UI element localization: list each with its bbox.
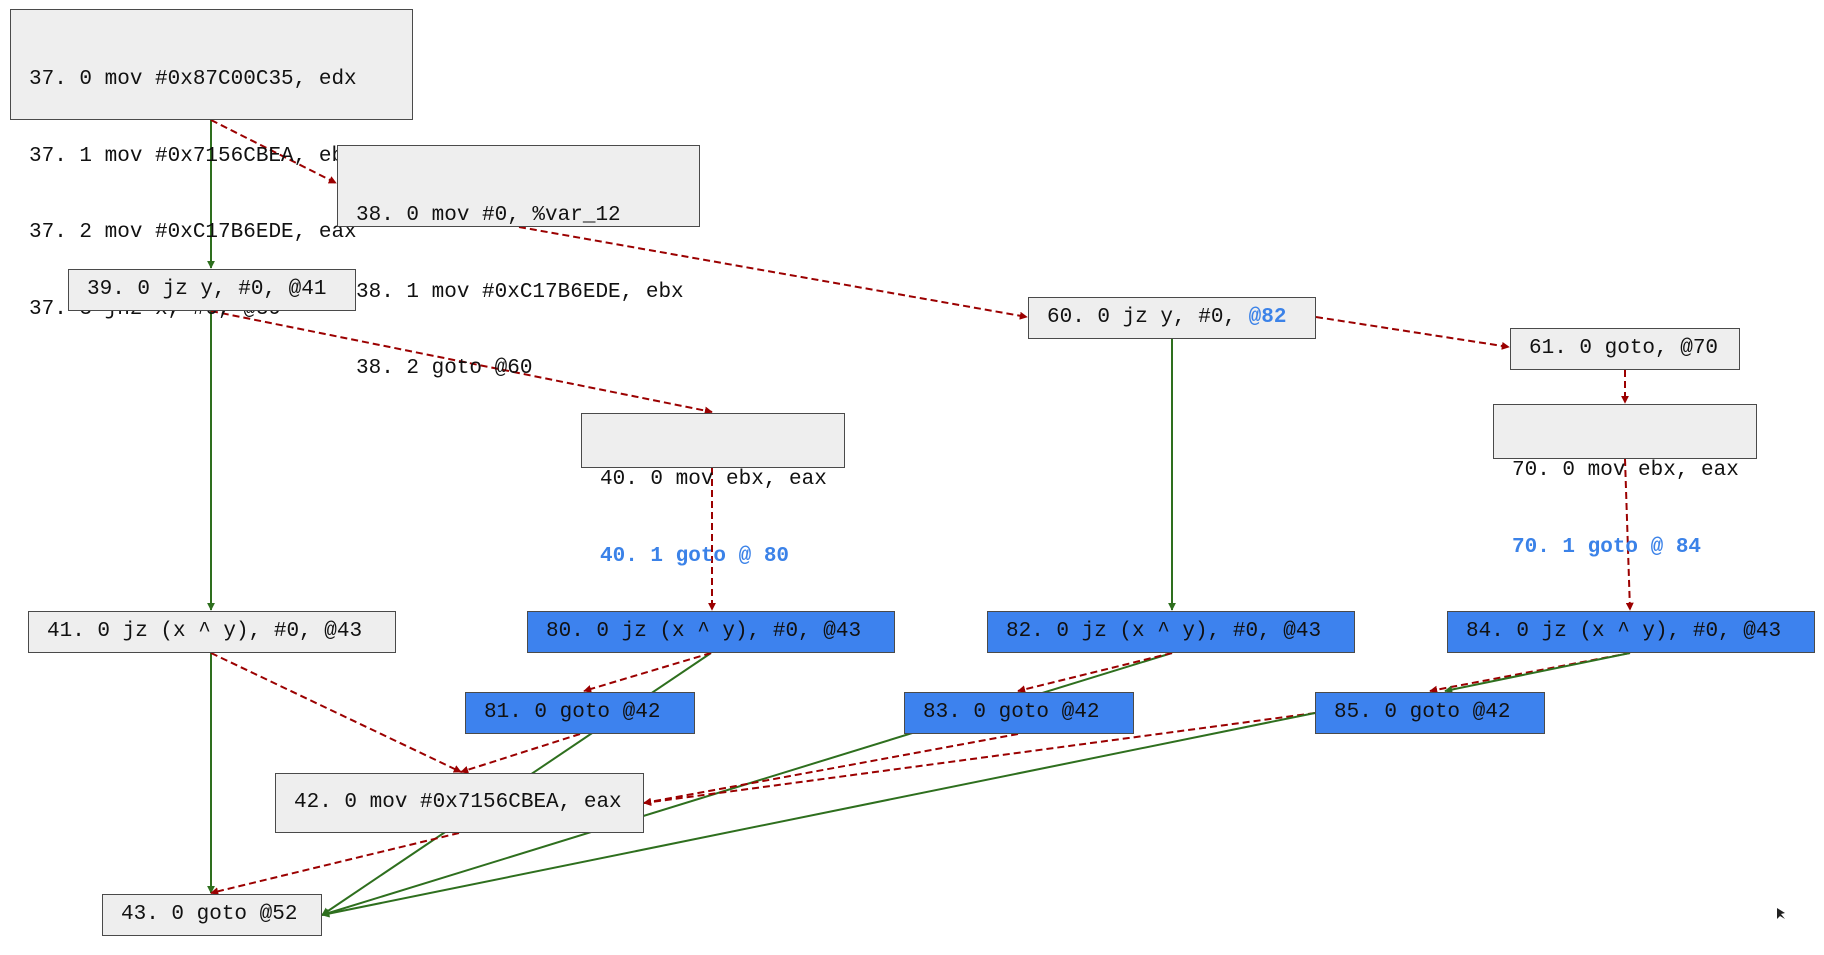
node-38-line-0: 38. 0 mov #0, %var_12 xyxy=(356,204,621,227)
edge-n82-to-n83-false xyxy=(1017,652,1173,694)
edge-n84-to-n85-true xyxy=(1444,652,1631,694)
edge-n85-to-n43-true xyxy=(321,712,1316,918)
node-85-text: 85. 0 goto @42 xyxy=(1334,701,1511,725)
node-80-text: 80. 0 jz (x ^ y), #0, @43 xyxy=(546,620,862,644)
node-84[interactable]: 84. 0 jz (x ^ y), #0, @43 xyxy=(1447,611,1815,653)
node-39-text: 39. 0 jz y, #0, @41 xyxy=(87,278,327,302)
node-61[interactable]: 61. 0 goto, @70 xyxy=(1510,328,1740,370)
node-42-text: 42. 0 mov #0x7156CBEA, eax xyxy=(294,791,622,815)
node-43[interactable]: 43. 0 goto @52 xyxy=(102,894,322,936)
node-60-target-link[interactable]: @82 xyxy=(1248,306,1287,330)
mouse-cursor-icon xyxy=(1777,908,1785,919)
edge-n81-to-n42-false xyxy=(460,733,581,774)
node-80[interactable]: 80. 0 jz (x ^ y), #0, @43 xyxy=(527,611,895,653)
node-82[interactable]: 82. 0 jz (x ^ y), #0, @43 xyxy=(987,611,1355,653)
node-37-line-0: 37. 0 mov #0x87C00C35, edx xyxy=(29,68,357,91)
edge-n38-to-n60-false xyxy=(518,226,1028,320)
node-85[interactable]: 85. 0 goto @42 xyxy=(1315,692,1545,734)
node-70-line-0: 70. 0 mov ebx, eax xyxy=(1512,459,1739,482)
node-37[interactable]: 37. 0 mov #0x87C00C35, edx 37. 1 mov #0x… xyxy=(10,9,413,321)
edges-layer xyxy=(207,119,1634,918)
node-60-text: 60. 0 jz y, #0, @82 xyxy=(1047,305,1286,331)
node-40[interactable]: 40. 0 mov ebx, eax 40. 1 goto @ 80 xyxy=(581,413,845,568)
node-81[interactable]: 81. 0 goto @42 xyxy=(465,692,695,734)
node-70-line-1: 70. 1 goto @ 84 xyxy=(1512,535,1702,559)
edge-n83-to-n42-false xyxy=(643,733,1019,806)
node-60[interactable]: 60. 0 jz y, #0, @82 xyxy=(1028,297,1316,339)
node-39[interactable]: 39. 0 jz y, #0, @41 xyxy=(68,269,356,311)
node-41-text: 41. 0 jz (x ^ y), #0, @43 xyxy=(47,620,363,644)
node-84-text: 84. 0 jz (x ^ y), #0, @43 xyxy=(1466,620,1782,644)
edge-n70-to-n84-false xyxy=(1624,458,1634,611)
edge-n41-to-n42-false xyxy=(210,652,462,773)
node-60-prefix: 60. 0 jz y, #0, xyxy=(1047,306,1249,330)
node-81-text: 81. 0 goto @42 xyxy=(484,701,661,725)
edge-n42-to-n43-false xyxy=(210,832,460,896)
node-40-line-0: 40. 0 mov ebx, eax xyxy=(600,468,827,491)
node-38-line-2: 38. 2 goto @60 xyxy=(356,357,533,380)
edge-n80-to-n81-false xyxy=(583,652,712,693)
edge-n37-to-n38-false xyxy=(210,119,337,184)
edge-n39-to-n40-false xyxy=(210,310,713,415)
edge-n85-to-n42-false xyxy=(643,712,1316,807)
node-38-line-1: 38. 1 mov #0xC17B6EDE, ebx xyxy=(356,280,684,304)
node-70[interactable]: 70. 0 mov ebx, eax 70. 1 goto @ 84 xyxy=(1493,404,1757,559)
node-83[interactable]: 83. 0 goto @42 xyxy=(904,692,1134,734)
node-42[interactable]: 42. 0 mov #0x7156CBEA, eax xyxy=(275,773,644,833)
node-37-line-2: 37. 2 mov #0xC17B6EDE, eax xyxy=(29,221,357,244)
node-38[interactable]: 38. 0 mov #0, %var_12 38. 1 mov #0xC17B6… xyxy=(337,145,700,380)
node-37-line-1: 37. 1 mov #0x7156CBEA, ebx xyxy=(29,144,357,168)
node-43-text: 43. 0 goto @52 xyxy=(121,903,298,927)
node-82-text: 82. 0 jz (x ^ y), #0, @43 xyxy=(1006,620,1322,644)
node-40-line-1: 40. 1 goto @ 80 xyxy=(600,544,790,568)
node-41[interactable]: 41. 0 jz (x ^ y), #0, @43 xyxy=(28,611,396,653)
edge-n60-to-n61-false xyxy=(1315,316,1510,350)
node-83-text: 83. 0 goto @42 xyxy=(923,701,1100,725)
node-61-text: 61. 0 goto, @70 xyxy=(1529,337,1719,361)
